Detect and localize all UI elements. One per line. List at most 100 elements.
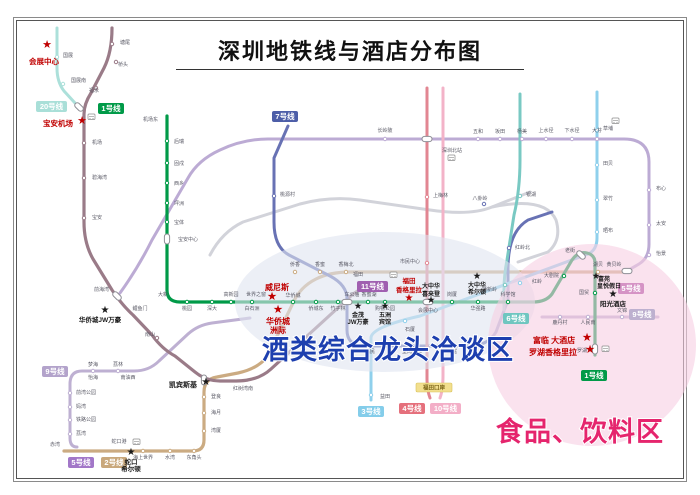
station-dot: [592, 290, 598, 296]
line-badge-label: 7号线: [275, 111, 295, 121]
hotel-label-black: 大中华: [422, 282, 440, 290]
station-dot: [594, 197, 600, 203]
station-dot: [365, 299, 371, 305]
line-badge: [358, 406, 384, 417]
line-badge: [399, 403, 425, 414]
railway-icon: [134, 442, 136, 444]
metro-line-5: [118, 137, 651, 295]
metro-line-11: [82, 26, 375, 383]
station-label: 香蜜: [315, 261, 325, 268]
station-label: 太安: [656, 220, 666, 227]
station-label: 海上世界: [133, 454, 153, 461]
station-dot: [409, 343, 415, 349]
hotel-star-icon: ★: [354, 301, 363, 312]
station-dot: [290, 299, 296, 305]
station-dot: [184, 299, 190, 305]
station-dot: [368, 392, 374, 398]
line-badge: [101, 457, 127, 468]
station-label: 长岭陂: [377, 127, 392, 134]
hotel-star-icon: ★: [42, 39, 52, 51]
hotel-star-icon: ★: [77, 115, 87, 127]
station-dot: [594, 162, 600, 168]
hotel-label-red: 罗湖香格里拉: [529, 347, 577, 357]
station-label: 老街: [565, 247, 575, 254]
hotel-label-red: 香格里拉: [396, 285, 423, 294]
station-label: 下水径: [564, 127, 579, 134]
line-badge-label: 9号线: [632, 309, 652, 319]
station-dot: [594, 229, 600, 235]
railway-icon: [452, 158, 454, 160]
liquor-zone-label: 酒类综合龙头洽谈区: [262, 334, 514, 365]
line-badge-label: 6号线: [506, 313, 526, 323]
metro-line-9a: [68, 316, 252, 449]
station-label: 桃源村: [280, 191, 295, 198]
line-badge-label: 3号线: [361, 406, 381, 416]
station-label: 八卦岭: [472, 195, 487, 202]
station-dot: [343, 269, 349, 275]
railway-icon: [391, 275, 393, 277]
station-dot: [646, 252, 652, 258]
station-label: 侨香: [290, 261, 300, 268]
line-badge-label: 5号线: [621, 283, 641, 293]
station-label: 竹子林: [330, 305, 345, 312]
station-label: 宝安: [92, 214, 102, 221]
line-badge: [618, 283, 644, 294]
station-dot: [201, 394, 207, 400]
station-label: 宝安中心: [178, 236, 198, 243]
station-label: 西乡: [174, 181, 184, 187]
line-badge-label: 9号线: [45, 366, 65, 376]
hotel-star-icon: ★: [273, 304, 283, 316]
interchange-station: [621, 267, 633, 275]
station-label: 华侨城: [285, 292, 300, 299]
station-dot: [249, 299, 255, 305]
station-label: 高新园: [223, 291, 238, 298]
station-label: 湾厦: [211, 427, 221, 434]
station-dot: [201, 410, 207, 416]
station-label: 湖贝: [593, 261, 603, 268]
food-zone: [488, 244, 696, 446]
station-label: 布心: [656, 185, 666, 192]
station-dot: [449, 343, 455, 349]
interchange-station: [200, 374, 208, 386]
station-label: 国贸: [579, 289, 589, 296]
station-label: 石厦: [405, 327, 415, 333]
station-label: 南油西: [120, 374, 135, 381]
station-dot: [594, 136, 600, 142]
station-dot: [382, 299, 388, 305]
station-label: 草埔: [603, 125, 613, 132]
hotel-label-black: 金茂: [351, 311, 364, 319]
station-dot: [67, 404, 73, 410]
station-label: 黄贝岭: [606, 261, 621, 268]
station-dot: [402, 318, 408, 324]
station-label: 国展: [63, 53, 73, 59]
station-dot: [569, 136, 575, 142]
station-dot: [424, 260, 430, 266]
station-label: 会展中心: [418, 307, 438, 314]
station-label: 梦海: [88, 361, 98, 368]
station-dot: [67, 431, 73, 437]
metro-line-20: [55, 26, 77, 105]
station-dot: [561, 273, 567, 279]
station-label: 荔湾: [76, 430, 86, 437]
metro-line-g1: [208, 190, 532, 257]
station-label: 红树湾南: [233, 385, 253, 392]
station-dot: [115, 368, 121, 374]
station-label: 福民: [365, 348, 375, 355]
station-label: 大剧院: [544, 272, 559, 279]
station-dot: [164, 138, 170, 144]
interchange-station: [74, 102, 84, 112]
hotel-label-black: 喜来登: [422, 290, 441, 298]
checkpoint-tag-label: 福田口岸: [422, 384, 446, 392]
station-label: 桥头: [118, 61, 128, 68]
station-label: 红岭北: [515, 244, 530, 251]
interchange-station: [341, 298, 353, 306]
station-label: 南山: [145, 331, 155, 338]
station-label: 香梅北: [338, 261, 353, 268]
line-badge: [68, 457, 94, 468]
page-title-text: 深圳地铁线与酒店分布图: [175, 34, 524, 70]
station-dot: [505, 299, 511, 305]
page-title: 深圳地铁线与酒店分布图: [0, 34, 700, 70]
hotel-star-icon: ★: [609, 289, 618, 300]
station-label: 福永: [89, 87, 99, 94]
